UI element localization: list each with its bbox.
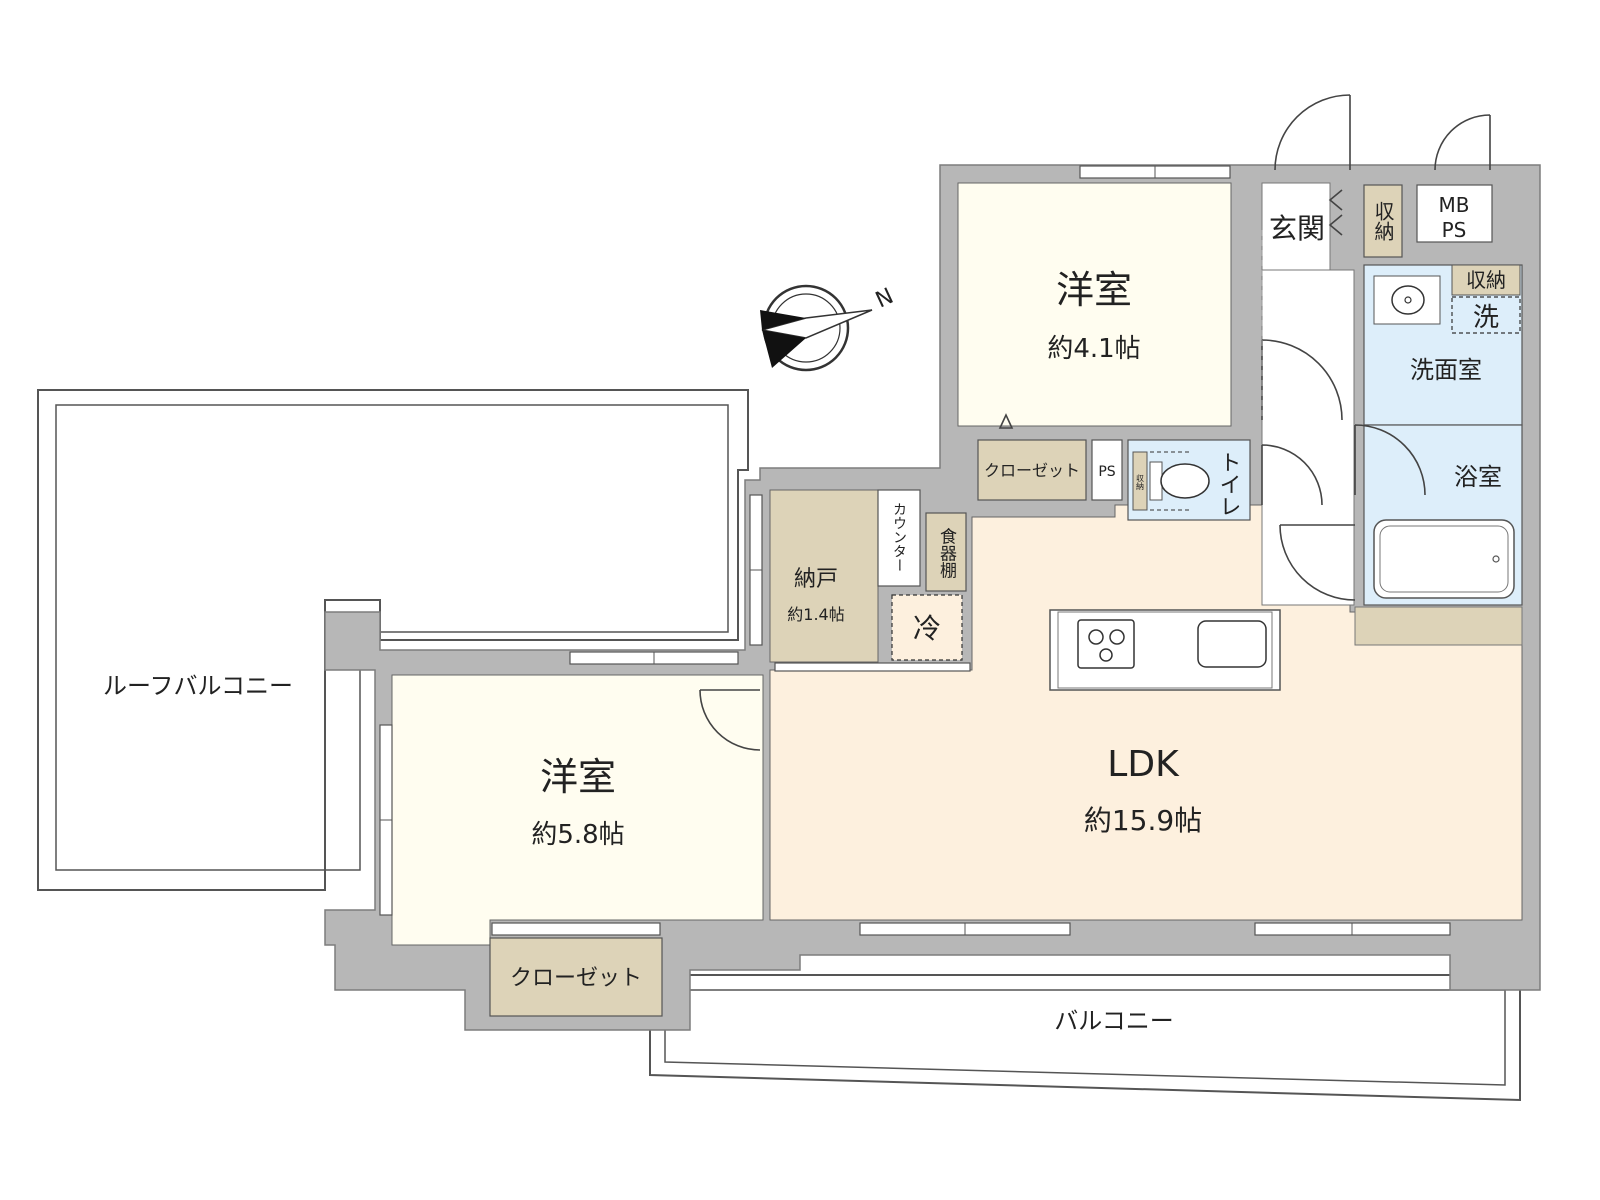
counter-rect — [877, 489, 921, 587]
compass-icon: N — [760, 284, 897, 372]
storeroom-area: 約1.4帖 — [787, 605, 844, 624]
mb-ps-rect — [1416, 184, 1493, 243]
room-western-west — [391, 674, 764, 946]
ps-small-label: PS — [1098, 464, 1115, 480]
wash-storage-rect — [1451, 264, 1521, 296]
western-room-north-name: 洋室 — [1056, 268, 1132, 312]
entrance-storage-label: 収納 — [1371, 201, 1395, 241]
dish-shelf-rect — [925, 512, 967, 592]
compass-north-label: N — [872, 284, 897, 314]
room-storeroom — [769, 489, 879, 663]
stove-icon — [1077, 619, 1135, 669]
mb-ps-label: PS — [1442, 218, 1467, 242]
bathtub-drain — [1492, 555, 1500, 563]
room-western-north — [957, 182, 1232, 427]
closet-north-rect — [977, 439, 1087, 501]
fridge-space — [891, 594, 963, 661]
washbasin-icon — [1373, 275, 1441, 325]
roof-balcony-label: ルーフバルコニー — [103, 672, 293, 700]
storeroom-name: 納戸 — [794, 567, 838, 592]
entrance-storage-rect — [1363, 184, 1403, 258]
bathtub-inner — [1379, 525, 1509, 593]
counter-label: カウンター — [891, 502, 907, 572]
closet-west-rect — [489, 937, 663, 1017]
bathroom-label: 浴室 — [1454, 463, 1502, 491]
ldk-area: 約15.9帖 — [1084, 804, 1202, 837]
dish-shelf-label: 食器棚 — [936, 527, 957, 579]
closet-north-label: クローゼット — [984, 461, 1080, 480]
doors — [699, 94, 1491, 751]
toilet-icon — [1132, 451, 1210, 511]
sink-icon — [1197, 620, 1267, 668]
closet-west-label: クローゼット — [510, 966, 642, 991]
western-room-west-area: 約5.8帖 — [531, 820, 624, 850]
room-labels: 洋室 約4.1帖 洋室 約5.8帖 LDK 約15.9帖 納戸 約1.4帖 玄関… — [103, 193, 1506, 1035]
fridge-label: 冷 — [913, 612, 941, 645]
entrance-label: 玄関 — [1269, 212, 1325, 245]
bath-wall-strip — [1354, 606, 1523, 646]
washer-label: 洗 — [1473, 303, 1499, 333]
wash-storage-label: 収納 — [1466, 268, 1506, 292]
balcony-label: バルコニー — [1054, 1007, 1174, 1035]
western-room-west-name: 洋室 — [540, 755, 616, 799]
washer-space — [1451, 296, 1521, 334]
entrance-area — [1261, 182, 1331, 271]
windows — [379, 165, 1451, 936]
mb-label: MB — [1439, 193, 1470, 217]
ldk-name: LDK — [1107, 744, 1180, 785]
hallway — [1261, 269, 1355, 606]
bathtub — [1373, 519, 1515, 599]
toilet-label: トイレ — [1216, 451, 1241, 517]
western-room-north-area: 約4.1帖 — [1047, 334, 1140, 364]
ps-small-rect — [1091, 439, 1123, 501]
room-ldk — [769, 504, 1523, 921]
washroom-label: 洗面室 — [1410, 356, 1482, 384]
balcony — [649, 974, 1521, 1102]
toilet-storage-label: 収納 — [1136, 473, 1145, 491]
